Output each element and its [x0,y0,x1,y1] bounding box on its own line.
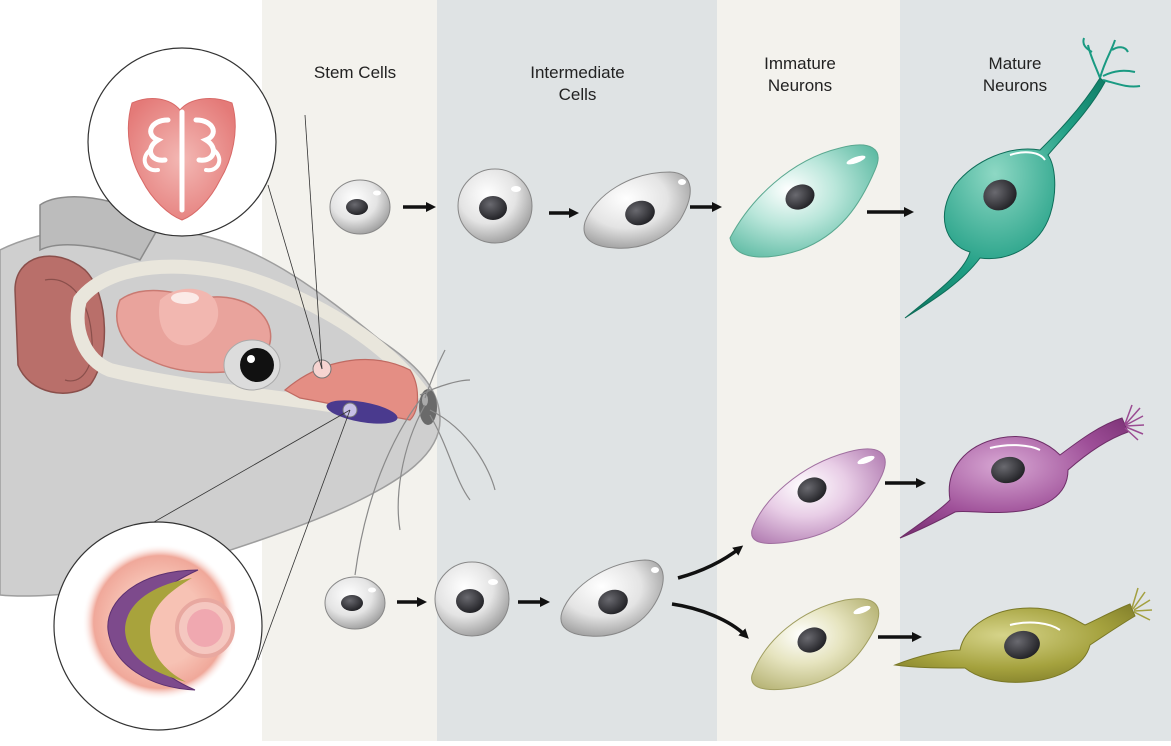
column-label-mature-neurons: Mature Neurons [982,54,1048,95]
cell-stem-top [329,179,391,235]
whiskers-icon [354,349,496,576]
cell-mature-vomeronasal-olive [893,587,1153,683]
column-label-immature-neurons: Immature Neurons [764,54,836,95]
olfactory-lineage [329,37,1141,319]
cell-intermediate-bottom-2 [560,559,664,637]
dendrite-icon [1082,37,1141,88]
vomeronasal-lineage [324,404,1153,691]
cell-immature-olfactory [729,144,879,258]
column-label-stem-cells: Stem Cells [313,63,397,82]
cell-immature-vomeronasal-purple [751,448,886,544]
cell-mature-olfactory [904,37,1141,319]
mouse-head-icon [0,196,496,597]
cell-immature-vomeronasal-olive [751,598,880,691]
magnifier-circle-olfactory-icon [87,47,277,237]
cell-intermediate-bottom-1 [434,561,510,637]
eye-icon [223,339,281,391]
dendrite-icon [1131,587,1153,621]
column-label-intermediate-cells: Intermediate Cells [530,63,625,104]
cell-intermediate-top-1 [457,168,533,244]
background-bands [262,0,1171,741]
magnifier-circle-vomeronasal-icon [53,521,263,731]
dendrite-icon [1124,404,1145,441]
cell-intermediate-top-2 [583,171,691,249]
cell-mature-vomeronasal-purple [899,404,1145,539]
arrow-icon [671,602,749,639]
arrow-icon [677,545,744,580]
cell-stem-bottom [324,576,386,630]
ear-icon [14,255,106,394]
